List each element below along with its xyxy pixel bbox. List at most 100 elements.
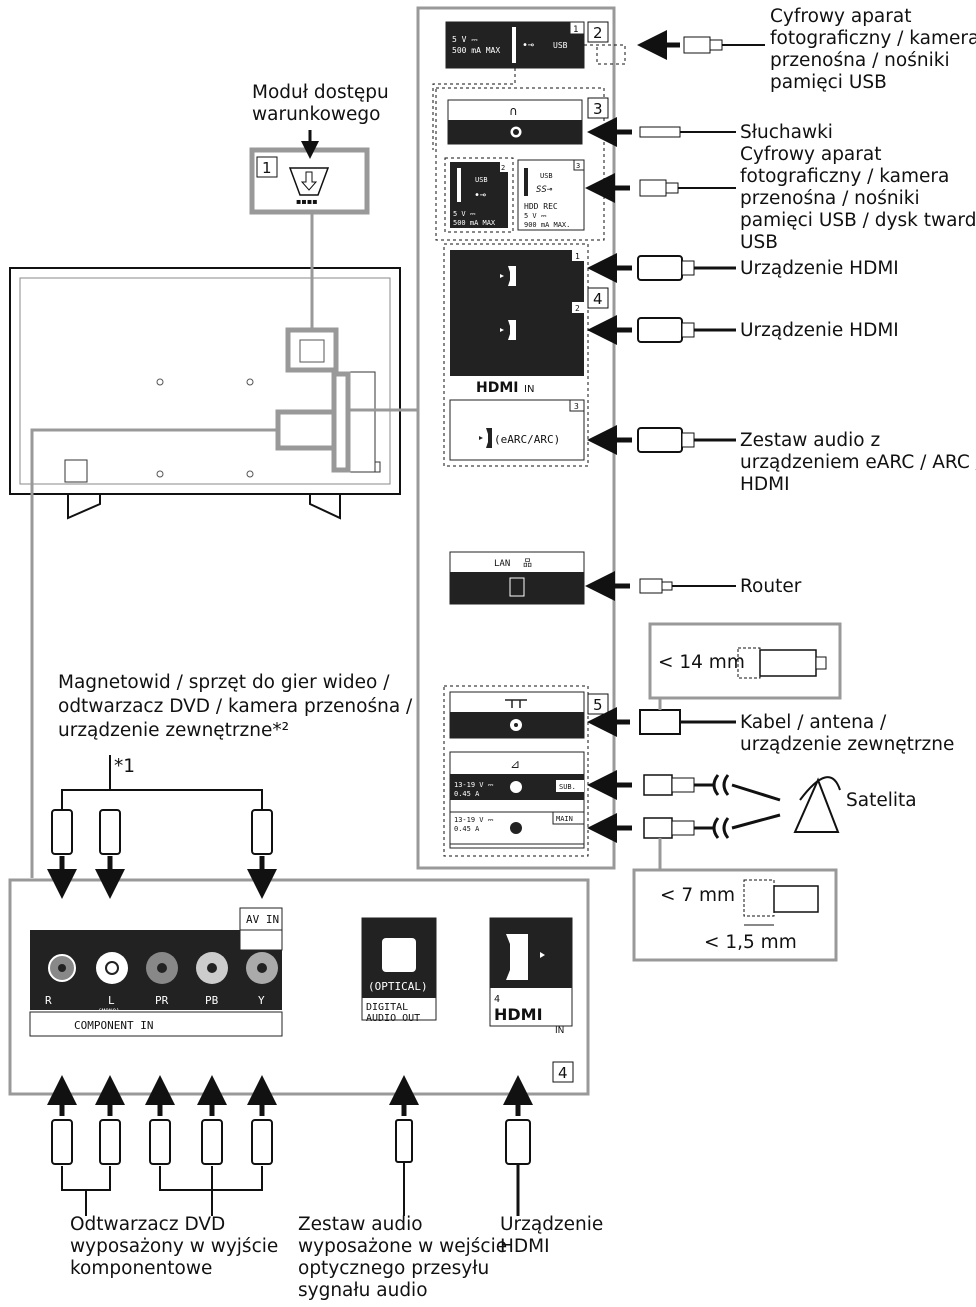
label-footnote1: *1 [114, 756, 135, 777]
hdmi4-port[interactable]: 4 HDMI IN [489, 917, 573, 1036]
svg-text:13-19 V ⎓: 13-19 V ⎓ [454, 781, 494, 789]
dim-7mm: < 7 mm [660, 885, 735, 906]
svg-text:Zestaw audio z: Zestaw audio z [740, 430, 880, 451]
svg-text:0.45 A: 0.45 A [454, 825, 480, 833]
svg-text:1: 1 [575, 252, 580, 261]
svg-text:sygnału audio: sygnału audio [298, 1280, 428, 1301]
svg-text:komponentowe: komponentowe [70, 1258, 212, 1279]
hdmi1-port[interactable]: 1 [450, 250, 584, 300]
label-antenna: Kabel / antena / urządzenie zewnętrzne [740, 712, 954, 755]
svg-text:HDMI: HDMI [500, 1236, 550, 1257]
svg-text:5 V ⎓: 5 V ⎓ [524, 212, 547, 220]
svg-text:HDMI: HDMI [494, 1005, 543, 1024]
svg-text:IN: IN [524, 384, 534, 395]
label-cam-module: Moduł dostępu warunkowego [252, 82, 389, 125]
callout-1: 1 [262, 159, 272, 177]
svg-text:5 V ⎓: 5 V ⎓ [453, 210, 476, 218]
svg-text:Magnetowid / sprzęt do gier wi: Magnetowid / sprzęt do gier wideo / [58, 672, 390, 693]
svg-text:AUDIO OUT: AUDIO OUT [366, 1013, 420, 1024]
hdmi2-port[interactable]: 2 [450, 300, 584, 376]
svg-text:900 mA MAX.: 900 mA MAX. [524, 221, 570, 229]
optical-port[interactable]: (OPTICAL) DIGITAL AUDIO OUT [361, 917, 437, 1024]
svg-text:fotograficzny / kamera: fotograficzny / kamera [770, 28, 976, 49]
label-optical-audio: Zestaw audio wyposażone w wejście optycz… [298, 1214, 507, 1301]
callout-3: 3 [593, 100, 603, 118]
svg-text:5 V ⎓: 5 V ⎓ [452, 35, 478, 44]
svg-text:urządzeniem eARC / ARC /: urządzeniem eARC / ARC / [740, 452, 976, 473]
label-vcr: Magnetowid / sprzęt do gier wideo / odtw… [58, 672, 413, 741]
svg-text:USB: USB [553, 41, 568, 50]
svg-text:USB: USB [740, 232, 778, 253]
svg-text:L: L [108, 994, 115, 1007]
label-usb-mid: Cyfrowy aparat fotograficzny / kamera pr… [740, 144, 976, 253]
svg-text:3: 3 [576, 162, 580, 170]
svg-text:optycznego przesyłu: optycznego przesyłu [298, 1258, 489, 1279]
svg-text:4: 4 [494, 994, 500, 1005]
svg-text:R: R [45, 994, 52, 1007]
usb2-port[interactable]: USB •⊸ 2 5 V ⎓ 500 mA MAX [450, 162, 508, 228]
svg-text:przenośna / nośniki: przenośna / nośniki [770, 50, 950, 71]
cam-module[interactable]: 1 ▪▪▪▪ [249, 147, 370, 215]
svg-text:∩: ∩ [509, 104, 518, 118]
svg-text:wyposażone w wejście: wyposażone w wejście [298, 1236, 507, 1257]
hdmi3-port[interactable]: 3 (eARC/ARC) [449, 399, 585, 461]
label-usb-top: Cyfrowy aparat fotograficzny / kamera pr… [770, 6, 976, 93]
callout-4: 4 [593, 290, 603, 308]
svg-text:AV IN: AV IN [246, 913, 279, 926]
label-hdmi-device-bottom: Urządzenie HDMI [500, 1214, 603, 1257]
label-headphones: Słuchawki [740, 122, 833, 143]
svg-text:Zestaw audio: Zestaw audio [298, 1214, 423, 1235]
svg-text:HDMI: HDMI [476, 380, 518, 396]
usb1-port[interactable]: 5 V ⎓ 500 mA MAX •⊸ USB 1 [445, 21, 585, 69]
antenna-port[interactable] [449, 691, 585, 739]
svg-text:MAIN: MAIN [556, 815, 573, 823]
svg-text:•⊸: •⊸ [522, 40, 534, 51]
label-hdmi1: Urządzenie HDMI [740, 258, 899, 279]
label-satellite: Satelita [846, 790, 917, 811]
svg-text:500 mA MAX: 500 mA MAX [452, 46, 500, 55]
svg-text:Cyfrowy aparat: Cyfrowy aparat [740, 144, 881, 165]
svg-text:(eARC/ARC): (eARC/ARC) [494, 433, 560, 446]
component-av-in-ports[interactable]: AV IN R L (MONO) PR PB Y COMPONENT IN [30, 907, 283, 1032]
svg-text:2: 2 [501, 164, 505, 172]
label-dvd-component: Odtwarzacz DVD wyposażony w wyjście komp… [70, 1214, 278, 1279]
svg-text:USB: USB [540, 172, 553, 180]
satellite-dish-icon [793, 776, 841, 833]
svg-text:1: 1 [573, 25, 578, 35]
svg-text:2: 2 [575, 304, 580, 313]
svg-text:Cyfrowy aparat: Cyfrowy aparat [770, 6, 911, 27]
label-router: Router [740, 576, 802, 597]
svg-text:Urządzenie: Urządzenie [500, 1214, 603, 1235]
svg-text:Moduł dostępu: Moduł dostępu [252, 82, 389, 103]
callout-4b: 4 [558, 1064, 568, 1082]
svg-text:fotograficzny / kamera: fotograficzny / kamera [740, 166, 949, 187]
dim-1-5mm: < 1,5 mm [704, 932, 797, 953]
svg-text:IN: IN [555, 1026, 564, 1036]
lan-port[interactable]: LAN 品 [449, 551, 585, 605]
svg-text:Odtwarzacz DVD: Odtwarzacz DVD [70, 1214, 225, 1235]
svg-text:urządzenie zewnętrzne: urządzenie zewnętrzne [740, 734, 954, 755]
svg-text:▪▪▪▪: ▪▪▪▪ [296, 197, 318, 206]
svg-text:wyposażony w wyjście: wyposażony w wyjście [70, 1236, 278, 1257]
svg-text:LAN: LAN [494, 559, 510, 569]
svg-text:(OPTICAL): (OPTICAL) [368, 980, 428, 993]
svg-text:COMPONENT IN: COMPONENT IN [74, 1019, 153, 1032]
svg-text:⊿: ⊿ [510, 757, 520, 771]
svg-text:品: 品 [523, 558, 532, 569]
svg-text:13-19 V ⎓: 13-19 V ⎓ [454, 816, 494, 824]
usb3-port[interactable]: USB SS⊸ 3 HDD REC 5 V ⎓ 900 mA MAX. [517, 159, 585, 231]
svg-text:pamięci USB / dysk twardy: pamięci USB / dysk twardy [740, 210, 976, 231]
dim-14mm: < 14 mm [658, 652, 745, 673]
svg-text:odtwarzacz DVD / kamera przeno: odtwarzacz DVD / kamera przenośna / [58, 696, 413, 717]
label-hdmi3: Zestaw audio z urządzeniem eARC / ARC / … [740, 430, 976, 495]
svg-text:przenośna / nośniki: przenośna / nośniki [740, 188, 920, 209]
svg-text:SS⊸: SS⊸ [536, 185, 553, 195]
svg-text:USB: USB [475, 176, 488, 184]
svg-text:0.45 A: 0.45 A [454, 790, 480, 798]
svg-text:DIGITAL: DIGITAL [366, 1002, 408, 1013]
svg-text:500 mA MAX: 500 mA MAX [453, 219, 496, 227]
headphones-port[interactable]: ∩ [447, 99, 583, 145]
label-hdmi2: Urządzenie HDMI [740, 320, 899, 341]
satellite-ports[interactable]: ⊿ 13-19 V ⎓ 0.45 A SUB. 13-19 V ⎓ 0.45 A… [449, 751, 585, 849]
